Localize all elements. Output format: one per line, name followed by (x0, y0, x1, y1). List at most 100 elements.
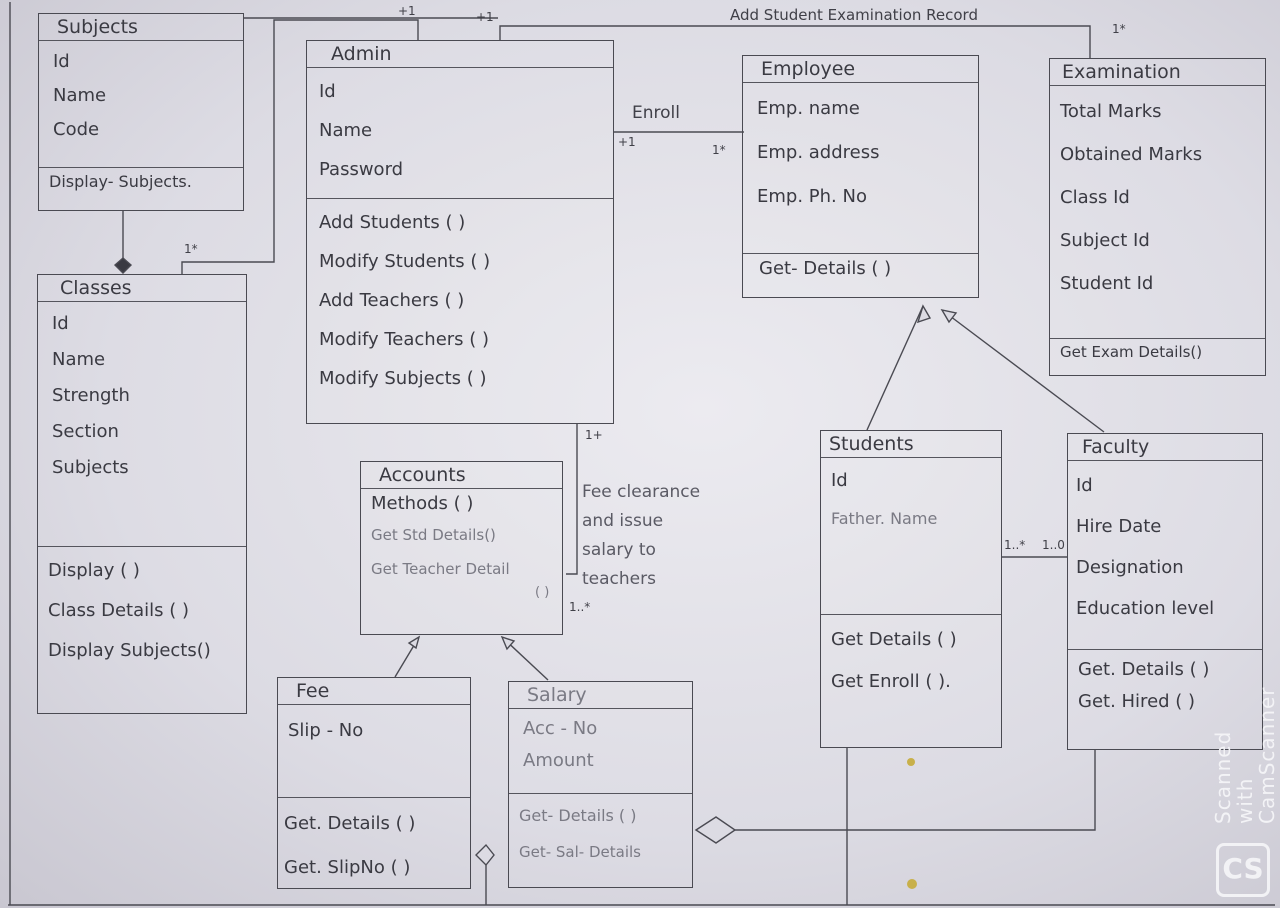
attribute: Class Id (1060, 187, 1130, 208)
attribute: Emp. address (757, 142, 880, 163)
dot (907, 879, 917, 889)
attributes: Id Hire Date Designation Education level (1068, 461, 1262, 650)
attribute: Obtained Marks (1060, 144, 1203, 165)
attributes: Slip - No (278, 705, 470, 798)
multiplicity: 1+ (585, 428, 603, 442)
operations: Get- Details ( ) (743, 254, 978, 283)
fee-clearance-label: Fee clearance and issue salary to teache… (582, 478, 700, 594)
attribute: Father. Name (831, 509, 938, 528)
operation: Modify Teachers ( ) (319, 329, 490, 350)
generalization-arrow (407, 635, 421, 650)
operation: Class Details ( ) (48, 600, 189, 621)
operations: Get- Details ( ) Get- Sal- Details (509, 794, 692, 874)
attribute: Designation (1076, 557, 1184, 578)
operations: Get. Details ( ) Get. SlipNo ( ) (278, 798, 470, 894)
operation: Display ( ) (48, 560, 140, 581)
multiplicity: 1* (712, 143, 726, 157)
operation: Get. SlipNo ( ) (284, 857, 411, 878)
multiplicity: +1 (398, 4, 416, 18)
faculty-employee-generalization (941, 309, 1105, 433)
operations: Display ( ) Class Details ( ) Display Su… (38, 547, 246, 675)
salary-faculty-aggregation (735, 750, 1096, 831)
operation: Get Enroll ( ). (831, 671, 951, 692)
attribute: Acc - No (523, 718, 598, 739)
attributes: Emp. name Emp. address Emp. Ph. No (743, 83, 978, 254)
generalization-arrow (500, 635, 516, 651)
attributes: Id Name Strength Section Subjects (38, 302, 246, 547)
attribute: Emp. name (757, 98, 860, 119)
attributes: Acc - No Amount (509, 709, 692, 794)
operation: Modify Subjects ( ) (319, 368, 487, 389)
operation: Modify Students ( ) (319, 251, 491, 272)
class-accounts: Accounts Methods ( ) Get Std Details() G… (360, 461, 563, 635)
generalization-arrow (940, 308, 958, 324)
attribute: Methods ( ) (371, 493, 474, 514)
operation: Display Subjects() (48, 640, 211, 661)
attribute: Id (319, 81, 336, 102)
operation: Get Exam Details() (1060, 343, 1203, 361)
attributes: Id Name Code (39, 41, 243, 168)
attribute: Emp. Ph. No (757, 186, 867, 207)
operation: Get. Details ( ) (1078, 659, 1210, 680)
attribute: Total Marks (1060, 101, 1162, 122)
class-title: Examination (1050, 59, 1265, 86)
attribute: Id (52, 313, 69, 334)
aggregation-diamond (694, 816, 737, 844)
dot (907, 758, 915, 766)
class-students: Students Id Father. Name Get Details ( )… (820, 430, 1002, 748)
multiplicity: 1..* (569, 600, 591, 614)
class-faculty: Faculty Id Hire Date Designation Educati… (1067, 433, 1263, 750)
admin-exam-link (499, 25, 1091, 58)
label-line: teachers (582, 569, 656, 589)
attribute: Subject Id (1060, 230, 1150, 251)
attribute: Subjects (52, 457, 129, 478)
attribute: Section (52, 421, 119, 442)
operations: Get. Details ( ) Get. Hired ( ) (1068, 650, 1262, 722)
attributes: Id Father. Name (821, 458, 1001, 615)
attribute: Code (53, 119, 100, 140)
attribute: Id (1076, 475, 1093, 496)
class-title: Salary (509, 682, 692, 709)
operation: Get Std Details() (371, 526, 496, 544)
watermark-line: Scanned with (1211, 730, 1257, 824)
class-subjects: Subjects Id Name Code Display- Subjects. (38, 13, 244, 211)
attribute: Slip - No (288, 720, 364, 741)
class-salary: Salary Acc - No Amount Get- Details ( ) … (508, 681, 693, 888)
attributes: Id Name Password (307, 68, 613, 199)
class-title: Accounts (361, 462, 562, 489)
operation: Get Teacher Detail (371, 560, 510, 578)
label-line: Fee clearance (582, 482, 701, 502)
attribute: Amount (523, 750, 594, 771)
operations: Get Std Details() Get Teacher Detail ( ) (361, 518, 562, 604)
attributes: Methods ( ) (361, 489, 562, 518)
attribute: Id (831, 470, 848, 491)
operation: Get. Details ( ) (284, 813, 416, 834)
operation: Add Teachers ( ) (319, 290, 465, 311)
class-title: Faculty (1068, 434, 1262, 461)
generalization-arrow (916, 304, 932, 324)
operation: Get Details ( ) (831, 629, 957, 650)
attributes: Total Marks Obtained Marks Class Id Subj… (1050, 86, 1265, 339)
operations: Get Exam Details() (1050, 339, 1265, 365)
multiplicity: +1 (476, 10, 494, 24)
operation: Get- Details ( ) (519, 806, 637, 825)
operation: Display- Subjects. (49, 172, 192, 191)
multiplicity: +1 (618, 135, 636, 149)
frame-line (8, 2, 1275, 906)
class-examination: Examination Total Marks Obtained Marks C… (1049, 58, 1266, 376)
students-employee-generalization (866, 305, 924, 431)
operations: Display- Subjects. (39, 168, 243, 195)
add-exam-record-label: Add Student Examination Record (730, 6, 978, 24)
attribute: Id (53, 51, 70, 72)
class-title: Admin (307, 41, 613, 68)
multiplicity: 1..0 (1042, 538, 1065, 552)
operations: Get Details ( ) Get Enroll ( ). (821, 615, 1001, 707)
attribute: Strength (52, 385, 130, 406)
camscanner-logo-icon: CS (1216, 843, 1270, 897)
attribute: Student Id (1060, 273, 1154, 294)
attribute: Name (53, 85, 107, 106)
class-fee: Fee Slip - No Get. Details ( ) Get. Slip… (277, 677, 471, 889)
composition-diamond (113, 257, 133, 274)
scanner-watermark: Scanned with CamScanner (1211, 686, 1279, 824)
